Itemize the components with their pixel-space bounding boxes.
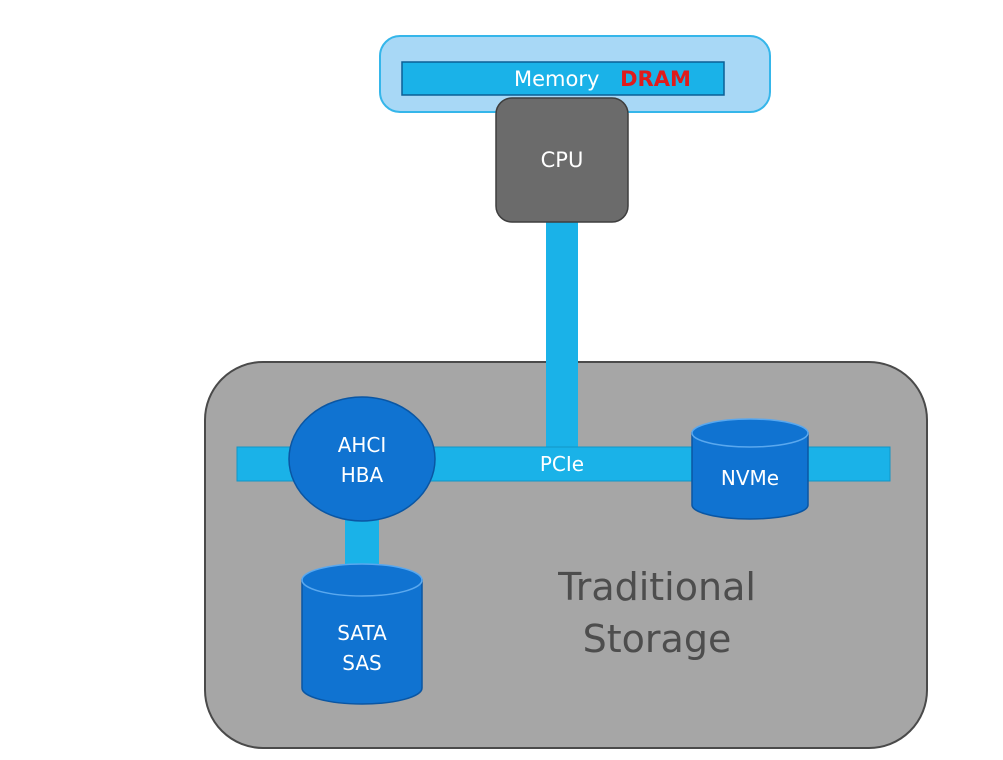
cpu-block: CPU (495, 97, 629, 223)
nvme-label: NVMe (721, 466, 779, 490)
ahci-label: AHCI (338, 433, 387, 457)
sata-label: SATA (337, 621, 387, 645)
sas-label: SAS (342, 651, 381, 675)
nvme-cylinder-body (691, 432, 809, 520)
dram-text: DRAM (620, 67, 691, 91)
storage-title-line2: Storage (583, 617, 732, 661)
hba-label: HBA (341, 463, 384, 487)
memory-label: Memory DRAM (514, 67, 691, 91)
memory-text: Memory (514, 67, 599, 91)
nvme-drive: NVMe (691, 418, 809, 520)
cpu-box (495, 97, 629, 223)
sata-cylinder-top (301, 563, 423, 597)
ahci-hba-controller: AHCI HBA (288, 396, 436, 522)
nvme-cylinder-top (691, 418, 809, 448)
ahci-hba-shape (288, 396, 436, 522)
memory-bar (401, 61, 725, 96)
storage-title-line1: Traditional (557, 565, 756, 609)
pcie-label: PCIe (540, 452, 584, 476)
sata-cylinder-body (301, 579, 423, 705)
cpu-label: CPU (541, 148, 584, 172)
memory-module: Memory DRAM (379, 35, 771, 113)
sata-sas-drive: SATA SAS (301, 563, 423, 705)
